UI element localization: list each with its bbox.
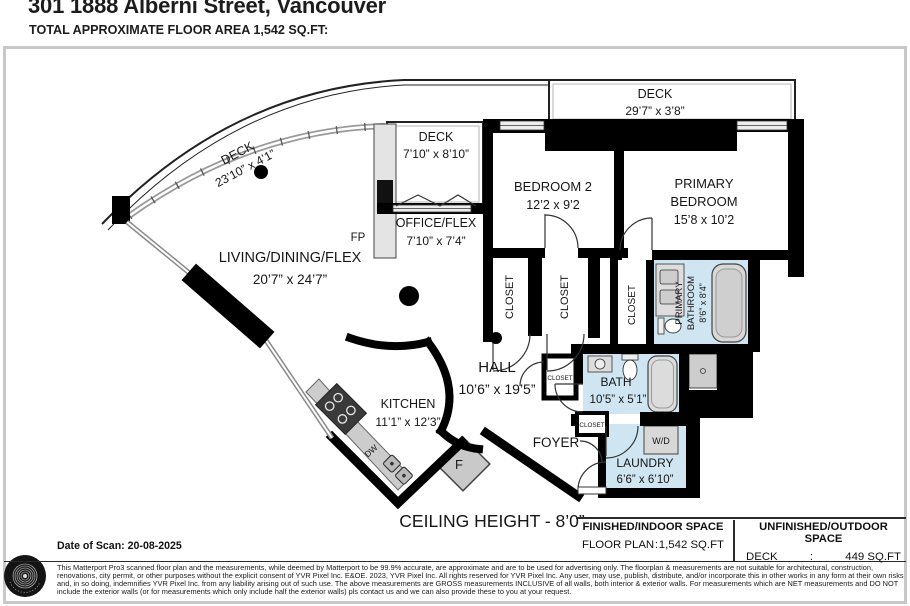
closet-label-primary: CLOSET [627,285,638,325]
foyer-closet-door [579,440,603,464]
bedroom2-name: BEDROOM 2 [514,179,592,194]
office-name: OFFICE/FLEX [396,216,477,230]
room-labels: DECK 23’10” x 4’1” DECK 7’10” x 8’10” DE… [213,87,738,531]
foyer-closet [575,411,609,437]
fireplace-icon [377,180,393,206]
closets [493,258,646,437]
toilet-tank [621,353,639,361]
living-name: LIVING/DINING/FLEX [219,250,362,266]
fireplace-label: FP [351,232,366,244]
deck-top-dims: 7’10” x 8’10” [403,147,469,161]
bedroom2-door [544,214,579,249]
hall-closet-door [519,361,545,387]
laundry-name: LAUNDRY [616,456,673,470]
ceiling-height-note: CEILING HEIGHT - 8’0” [399,511,585,531]
primary-bedroom-name1: PRIMARY [675,176,734,191]
kitchen-name: KITCHEN [381,397,436,411]
bedroom2-dims: 12’2 x 9’2 [526,198,580,212]
hall-closet [541,353,579,401]
diagonal-walls [325,332,585,510]
bath-door [554,383,584,413]
toilet-tank [657,317,665,335]
office-dims: 7’10” x 7’4” [406,234,465,248]
deck-right [548,79,796,124]
windows [392,120,788,213]
room-label-primary-bath: PRIMARY BATHROOM 8’6” x 8’4” [674,276,708,330]
closet-label-1: CLOSET [504,275,516,319]
scan-date: Date of Scan: 20-08-2025 [57,540,182,552]
primary-bedroom-door [619,217,653,251]
toilet-icon [622,359,638,381]
summary-bottom-divider [4,561,906,563]
outdoor-label: DECK [746,551,778,563]
hall-name: HALL [478,359,516,376]
summary-top-divider [576,517,906,519]
living-window-wall [125,220,335,440]
entry-door-leaf [577,486,607,495]
indoor-summary: FINISHED/INDOOR SPACE FLOOR PLAN : 1,542… [578,521,728,551]
bath-fixtures [587,353,678,413]
fireplace-column [373,123,397,259]
primary-bedroom-name2: BEDROOM [670,194,737,209]
indoor-value: 1,542 SQ.FT [658,539,724,551]
foyer-name: FOYER [533,435,580,450]
outdoor-separator: : [809,551,814,563]
primary-bath-name1: PRIMARY [674,281,685,325]
stove-icon [314,382,368,436]
hall-dims: 10’6” x 19’5” [458,381,535,397]
shower-icon [688,353,718,389]
bath-name: BATH [600,375,631,389]
sheet-border [3,46,907,604]
closet-label-foyer: CLOSET [579,422,604,429]
deck-french-door-left [395,194,441,207]
indoor-heading: FINISHED/INDOOR SPACE [582,521,724,533]
doors [395,194,653,491]
outdoor-value: 449 SQ.FT [845,551,901,563]
primary-bedroom-dims: 15’8 x 10’2 [674,213,735,227]
indoor-label: FLOOR PLAN [582,539,655,551]
deck-right-name: DECK [638,87,673,101]
kitchen-sink-icon [383,454,413,485]
outdoor-summary: UNFINISHED/OUTDOOR SPACE DECK : 449 SQ.F… [742,521,905,563]
yvr-pixel-logo: YVR PIXEL [4,555,46,597]
washer-dryer-icon [643,425,679,455]
outdoor-heading: UNFINISHED/OUTDOOR SPACE [759,521,888,545]
deck-top-name: DECK [419,130,454,144]
page-title: 301 1888 Alberni Street, Vancouver [28,0,387,18]
primary-bath-fixtures [655,263,747,389]
bath-dims: 10’5” x 5’1” [590,394,647,406]
living-dims: 20’7” x 24’7” [253,272,327,287]
indoor-separator: : [654,539,659,551]
laundry-dims: 6’6” x 6’10” [617,474,674,486]
laundry-door [605,425,639,459]
primary-bath-name2: BATHROOM [686,276,697,330]
closet2-door [546,333,585,372]
deck-right-dims: 29’7” x 3’8” [625,104,684,118]
closet-label-hall: CLOSET [547,375,572,382]
deck-left-curved [101,79,549,231]
primary-bath-dims: 8’6” x 8’4” [698,283,708,323]
toilet-icon [664,318,682,334]
page-subtitle: TOTAL APPROXIMATE FLOOR AREA 1,542 SQ.FT… [29,23,329,37]
kitchen-dims: 11’1” x 12’3” [375,415,440,429]
structural-columns [254,165,502,344]
disclaimer-text: This Matterport Pro3 scanned floor plan … [57,563,904,597]
deck-french-door-right [439,194,477,207]
washer-dryer-label: W/D [652,436,670,446]
closet-label-2: CLOSET [559,275,571,319]
summary-vertical-divider [733,520,735,561]
fridge-label: F [455,457,463,472]
